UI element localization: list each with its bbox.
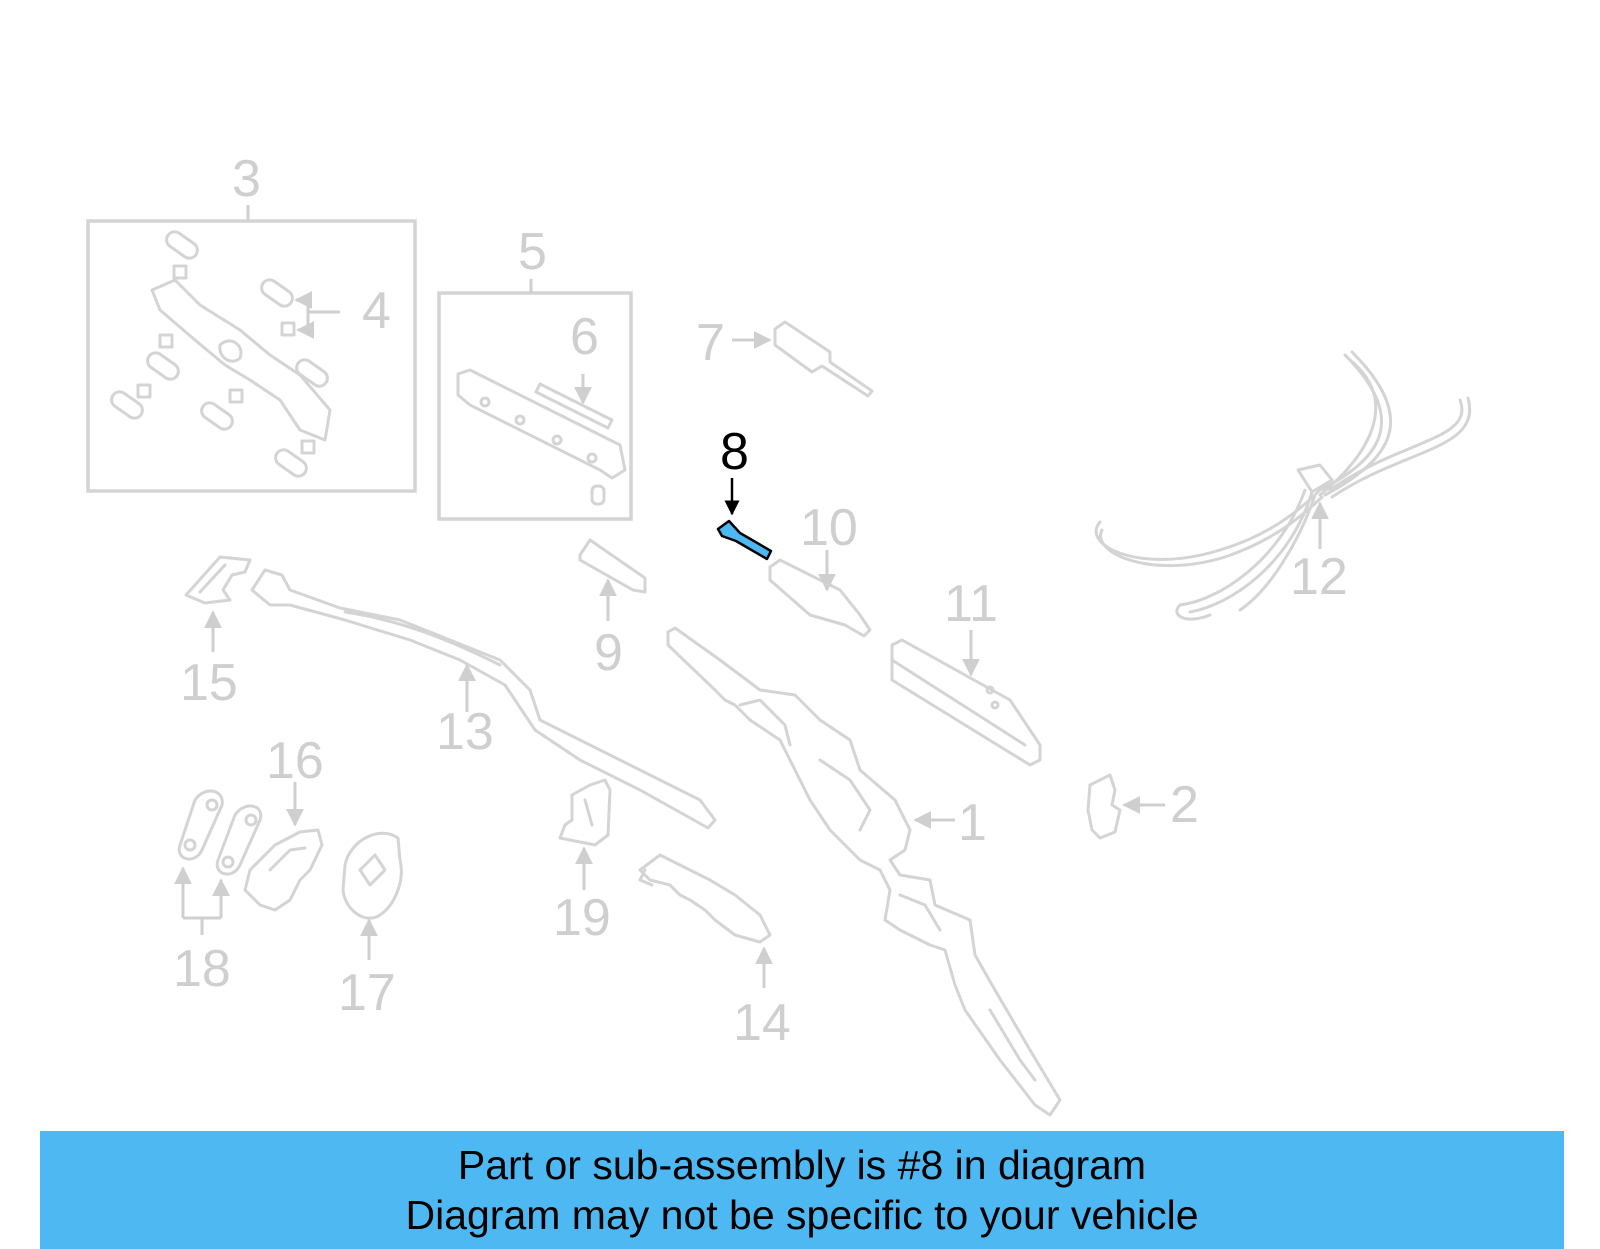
callout-2: 2	[1170, 776, 1199, 834]
callout-16: 16	[266, 732, 324, 790]
callout-6: 6	[570, 308, 599, 366]
part-17	[341, 831, 403, 960]
part-14	[638, 853, 773, 988]
part-16	[243, 782, 324, 912]
callout-9: 9	[594, 624, 623, 682]
part-3-assembly	[86, 205, 417, 493]
part-8-highlighted	[716, 478, 773, 561]
part-8-shape	[716, 519, 773, 561]
callout-15: 15	[180, 654, 238, 712]
callout-10: 10	[800, 499, 858, 557]
part-13	[250, 568, 717, 830]
part-12	[1094, 350, 1472, 621]
banner-part-line: Part or sub-assembly is #8 in diagram	[457, 1142, 1147, 1188]
callout-19: 19	[553, 889, 611, 947]
part-19	[558, 778, 612, 890]
callout-8: 8	[720, 423, 749, 481]
part-9	[578, 538, 647, 621]
callout-7: 7	[696, 314, 725, 372]
callout-12: 12	[1290, 548, 1348, 606]
part-2	[1086, 773, 1165, 840]
part-11	[890, 630, 1042, 767]
callout-3: 3	[232, 150, 261, 208]
part-7	[732, 320, 874, 398]
callout-5: 5	[518, 223, 547, 281]
callout-14: 14	[733, 994, 791, 1052]
callout-11: 11	[944, 575, 998, 633]
part-1	[666, 626, 1062, 1117]
part-10	[768, 550, 872, 638]
callout-4: 4	[362, 282, 391, 340]
callout-17: 17	[338, 964, 396, 1022]
callout-13: 13	[436, 703, 494, 761]
banner-disclaimer-line: Diagram may not be specific to your vehi…	[405, 1192, 1199, 1238]
part-15	[184, 555, 252, 652]
part-18	[174, 789, 263, 935]
info-banner: Part or sub-assembly is #8 in diagram Di…	[40, 1131, 1564, 1249]
callout-1: 1	[958, 794, 987, 852]
part-4-arrows	[294, 291, 340, 339]
callout-18: 18	[173, 940, 231, 998]
part-5-assembly	[437, 279, 633, 521]
